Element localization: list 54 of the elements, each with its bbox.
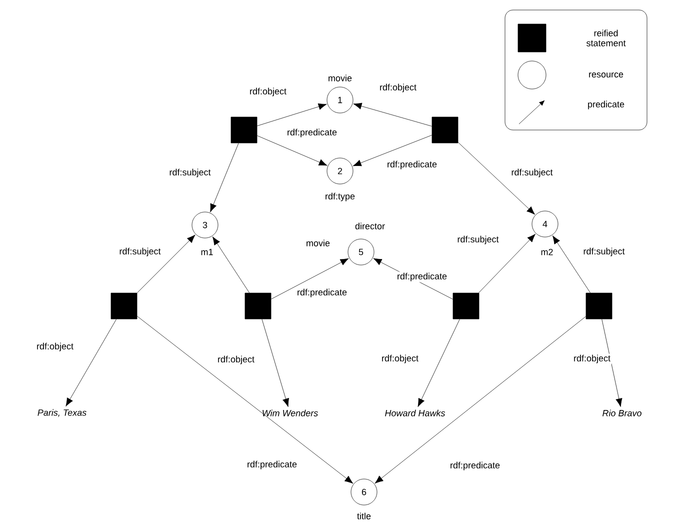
edge-label: rdf:object (380, 354, 420, 364)
node-caption: title (357, 512, 371, 520)
node-caption: director (355, 222, 385, 230)
node-caption: m1 (201, 248, 213, 256)
arrow (66, 319, 117, 406)
arrow (353, 102, 432, 126)
statement-square (586, 292, 612, 320)
statement-square (244, 292, 272, 320)
edge-label: rdf:object (216, 354, 256, 366)
literal-text: Rio Bravo (602, 410, 642, 416)
edge-label: rdf:object (378, 82, 418, 94)
literal-text: Paris, Texas (38, 409, 86, 417)
arrow (137, 316, 354, 484)
edge-label: rdf:predicate (296, 288, 348, 298)
arrow (352, 134, 432, 166)
edge-label: rdf:subject (510, 168, 554, 178)
arrow (257, 135, 328, 166)
legend-text: predicate (588, 100, 624, 110)
statement-square (452, 292, 480, 320)
edge-label: rdf:subject (168, 168, 212, 178)
edge-label: rdf:predicate (286, 128, 338, 138)
literal-text: Howard Hawks (385, 410, 446, 416)
arrow (458, 142, 535, 215)
legend-text: reified statement (586, 30, 626, 46)
arrow (137, 234, 196, 293)
edge-label: rdf:subject (456, 234, 500, 246)
node-caption: movie (306, 240, 330, 246)
edge-label: rdf:object (36, 342, 74, 352)
node-caption: rdf:type (326, 192, 355, 202)
node-caption: m2 (541, 248, 553, 256)
edge-label: rdf:subject (118, 246, 162, 258)
arrow (552, 236, 591, 293)
arrow (210, 143, 239, 212)
statement-square (110, 292, 138, 320)
arrow (212, 236, 250, 293)
arrow (478, 234, 536, 293)
arrow (418, 319, 460, 407)
arrow (602, 319, 622, 407)
edge-label: rdf:object (248, 86, 288, 98)
arrow (262, 319, 290, 407)
edge-label: rdf:object (572, 354, 612, 364)
statement-square (432, 116, 458, 144)
statement-square (230, 116, 258, 144)
node-caption: movie (328, 74, 352, 82)
edge-label: rdf:predicate (396, 272, 448, 282)
arrow (257, 103, 327, 126)
legend-text: resource (589, 72, 624, 78)
edge-label: rdf:predicate (246, 460, 298, 470)
arrow (374, 316, 586, 484)
literal-text: Wim Wenders (262, 410, 318, 416)
arrow (271, 258, 349, 300)
edge-label: rdf:predicate (386, 160, 438, 170)
edge-label: rdf:predicate (449, 460, 502, 472)
edge-label: rdf:subject (582, 246, 626, 258)
